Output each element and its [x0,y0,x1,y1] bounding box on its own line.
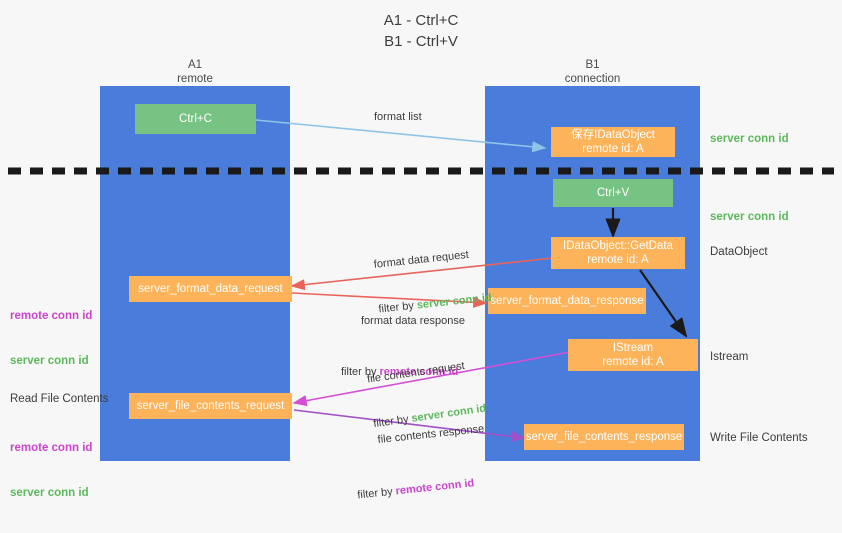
node-save-idataobject[interactable]: 保存IDataObject remote id: A [551,127,675,157]
annotation-remote-conn-id-lower: remote conn id [10,442,93,454]
edge-label-file-contents-request-main: file contents request [366,359,466,386]
annotation-conn-ids-upper: remote conn id server conn id [10,279,92,399]
lane-header-b1: B1 connection [564,59,621,85]
annotation-server-conn-id-lower: server conn id [10,487,89,499]
node-server-format-data-request[interactable]: server_format_data_request [129,276,292,302]
node-istream[interactable]: IStream remote id: A [568,339,698,371]
edge-label-format-data-request-main: format data request [373,248,470,271]
node-server-file-contents-request[interactable]: server_file_contents_request [129,393,292,419]
annotation-remote-conn-id-upper: remote conn id [10,310,93,322]
filter-prefix: filter by [356,485,397,502]
annotation-server-conn-id-top: server conn id [710,133,789,145]
annotation-read-file-contents: Read File Contents [10,393,109,405]
edge-label-file-contents-response-main: file contents response [377,422,485,447]
edge-label-format-list: format list [374,111,422,123]
node-server-file-contents-response[interactable]: server_file_contents_response [524,424,684,450]
filter-value-remote-conn-id: remote conn id [395,477,475,498]
edge-label-format-data-response: format data response filter by remote co… [341,284,465,410]
node-server-format-data-response[interactable]: server_format_data_response [488,288,646,314]
filter-prefix: filter by [341,366,380,378]
annotation-server-conn-id-mid: server conn id [710,211,789,223]
page-title: A1 - Ctrl+C B1 - Ctrl+V [383,12,459,50]
edge-label-file-contents-response-filter: filter by remote conn id [357,475,491,504]
edge-label-file-contents-response: file contents response filter by remote … [348,392,494,533]
annotation-write-file-contents: Write File Contents [710,432,808,444]
lane-header-a1: A1 remote [177,59,213,85]
node-idataobject-getdata[interactable]: IDataObject::GetData remote id: A [551,237,685,269]
edge-label-format-data-response-filter: filter by remote conn id [341,365,465,380]
annotation-server-conn-id-upper: server conn id [10,355,89,367]
node-ctrl-c[interactable]: Ctrl+C [135,104,256,134]
annotation-dataobject: DataObject [710,246,768,258]
diagram-canvas: A1 - Ctrl+C B1 - Ctrl+V A1 remote B1 con… [8,12,834,501]
filter-value-remote-conn-id: remote conn id [379,366,459,378]
edge-label-format-data-response-main: format data response [361,315,465,327]
annotation-istream: Istream [710,351,749,363]
node-ctrl-v[interactable]: Ctrl+V [553,179,673,207]
annotation-conn-ids-lower: remote conn id server conn id [10,411,92,531]
